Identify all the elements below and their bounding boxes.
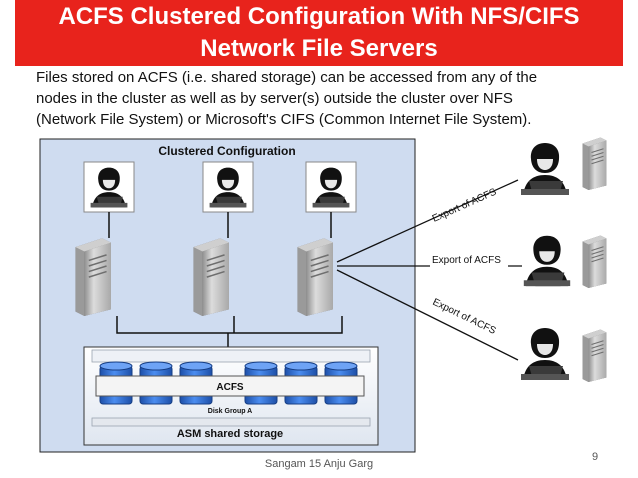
slide-title-line2: Network File Servers	[200, 35, 438, 62]
storage-base	[91, 417, 371, 427]
disk	[324, 361, 358, 371]
export-label-3: Export of ACFS	[431, 297, 498, 337]
cluster-label: Clustered Configuration	[158, 144, 295, 158]
acfs-label: ACFS	[216, 382, 244, 393]
storage-top-shelf	[91, 349, 371, 363]
user-icon	[523, 235, 571, 287]
slide-footer: Sangam 15 Anju Garg	[264, 458, 374, 470]
asm-storage-label: ASM shared storage	[177, 428, 283, 440]
slide-description: Files stored on ACFS (i.e. shared storag…	[36, 67, 606, 130]
export-label-1: Export of ACFS	[431, 187, 499, 225]
server-icon	[192, 237, 230, 316]
export-label-2-bg	[430, 253, 508, 267]
export-label-2: Export of ACFS	[432, 255, 501, 266]
server-icon	[581, 234, 608, 288]
disk	[244, 361, 278, 371]
user-icon	[521, 143, 569, 195]
disk	[284, 361, 318, 371]
disk-group-label: Disk Group A	[208, 408, 252, 415]
disk	[179, 361, 213, 371]
export-line-3	[336, 269, 519, 361]
export-line-1	[336, 179, 519, 263]
server-icon	[74, 237, 112, 316]
description-line-1: Files stored on ACFS (i.e. shared storag…	[36, 69, 538, 86]
server-icon	[296, 237, 334, 316]
page-number: 9	[592, 451, 599, 463]
description-line-3: (Network File System) or Microsoft's CIF…	[36, 111, 532, 128]
server-icon	[581, 136, 608, 190]
user-icon	[521, 328, 569, 380]
disk	[139, 361, 173, 371]
acfs-band	[95, 375, 365, 397]
disk	[99, 361, 133, 371]
server-icon	[581, 328, 608, 382]
description-line-2: nodes in the cluster as well as by serve…	[36, 90, 513, 107]
slide-title-line1: ACFS Clustered Configuration With NFS/CI…	[58, 3, 580, 30]
slide-title: ACFS Clustered Configuration With NFS/CI…	[15, 0, 623, 66]
storage-bus-line	[116, 316, 343, 334]
